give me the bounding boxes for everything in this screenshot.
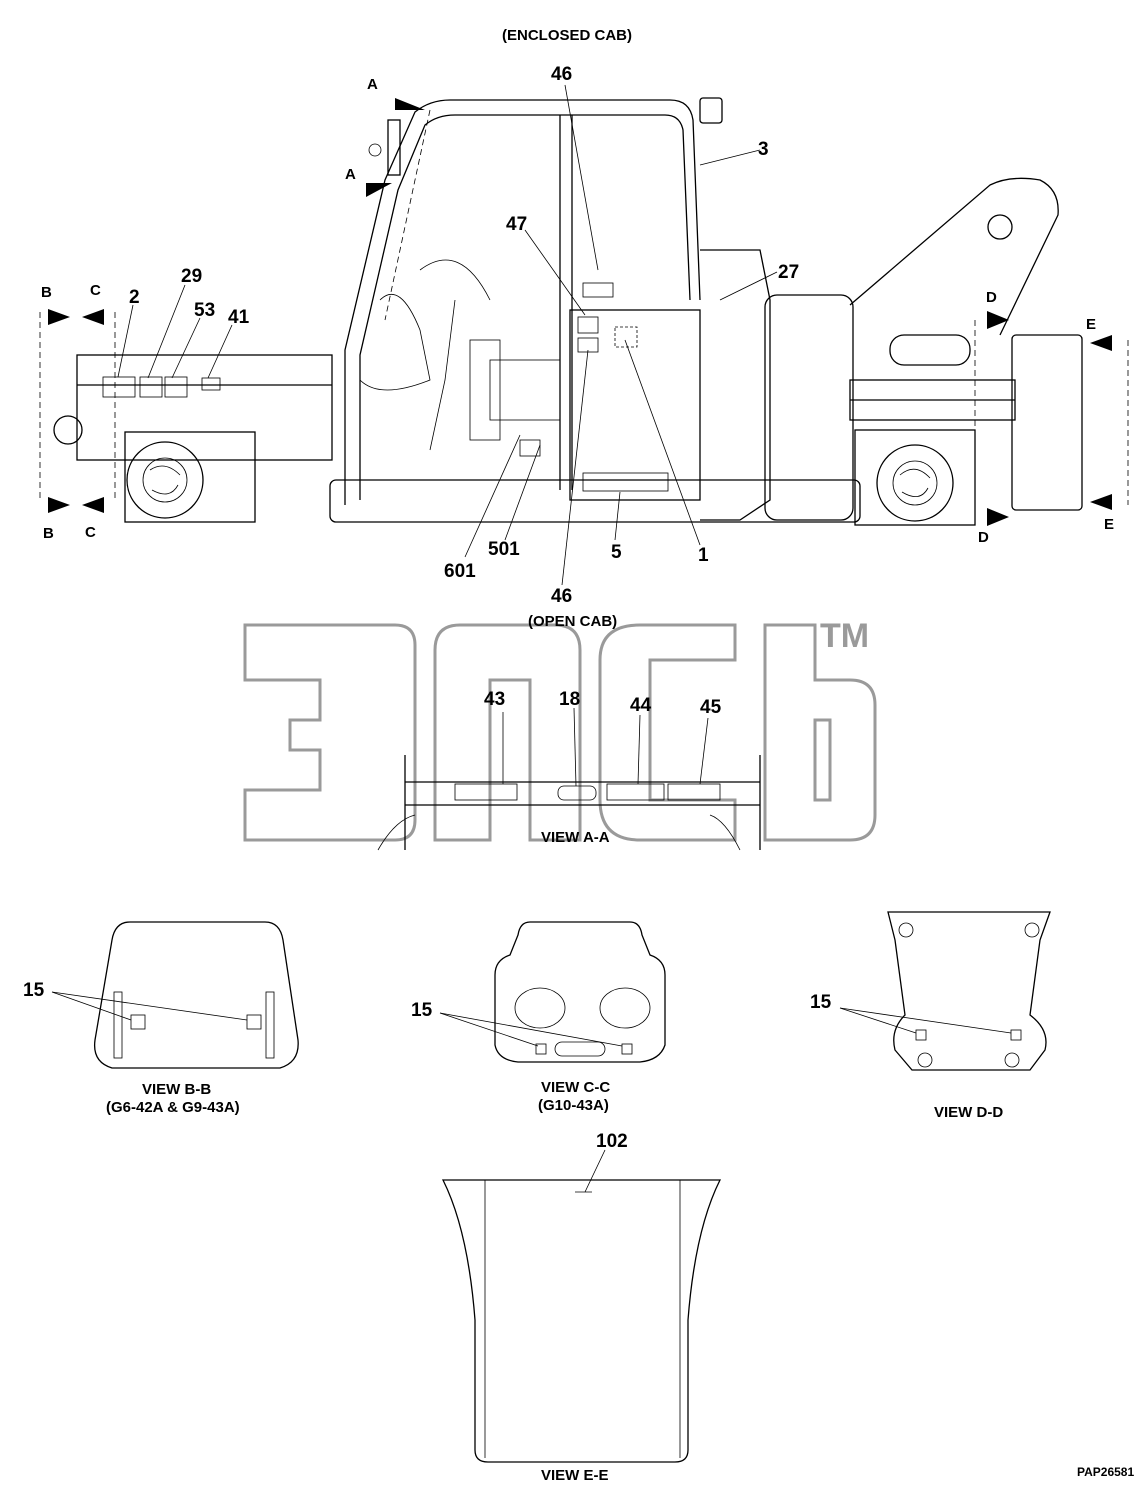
caption-view-cc-models: (G10-43A)	[538, 1097, 609, 1114]
caption-view-dd: VIEW D-D	[934, 1104, 1003, 1121]
view-ee	[441, 1149, 722, 1463]
caption-view-bb-models: (G6-42A & G9-43A)	[106, 1099, 240, 1116]
callout-29: 29	[181, 266, 202, 287]
callout-47: 47	[506, 214, 527, 235]
fuel-tank	[764, 294, 854, 521]
caption-view-aa: VIEW A-A	[541, 829, 610, 846]
callout-15-dd: 15	[810, 992, 832, 1013]
callout-18: 18	[559, 689, 580, 710]
marker-a-top: A	[367, 76, 378, 93]
marker-a-mid: A	[345, 166, 356, 183]
marker-d-bot: D	[978, 529, 989, 546]
watermark-logo: TM	[243, 617, 877, 842]
front-attachment-plate	[1011, 334, 1083, 511]
view-aa	[377, 707, 761, 851]
callout-2: 2	[129, 287, 140, 308]
chassis-bottom	[329, 479, 861, 523]
callout-45: 45	[700, 697, 722, 718]
boom	[849, 177, 1059, 336]
marker-b-top: B	[41, 284, 52, 301]
cab-rops-frame	[344, 99, 701, 505]
marker-e-bot: E	[1104, 516, 1114, 533]
caption-view-cc: VIEW C-C	[541, 1079, 610, 1096]
callout-5: 5	[611, 542, 622, 563]
marker-c-bot: C	[85, 524, 96, 541]
rear-axle-hub	[124, 431, 256, 523]
marker-c-top: C	[90, 282, 101, 299]
callout-15-cc: 15	[411, 1000, 433, 1021]
mirror	[387, 119, 401, 176]
callout-601: 601	[444, 561, 476, 582]
callout-27: 27	[778, 262, 799, 283]
callout-1: 1	[698, 545, 709, 566]
view-dd	[839, 911, 1051, 1071]
section-arrows	[48, 98, 1112, 526]
beacon-light	[699, 97, 723, 124]
title-open-cab: (OPEN CAB)	[528, 613, 617, 630]
drawing-id: PAP26581	[1077, 1465, 1134, 1479]
marker-b-bot: B	[43, 525, 54, 542]
engine-hood	[700, 249, 771, 521]
callout-15-bb: 15	[23, 980, 45, 1001]
caption-view-bb: VIEW B-B	[142, 1081, 211, 1098]
callout-3: 3	[758, 139, 769, 160]
callout-43: 43	[484, 689, 505, 710]
callout-53: 53	[194, 300, 215, 321]
machine-side-view	[39, 84, 1129, 586]
decal-markers	[102, 282, 669, 492]
marker-d-top: D	[986, 289, 997, 306]
callout-46-top: 46	[551, 64, 572, 85]
title-enclosed-cab: (ENCLOSED CAB)	[502, 27, 632, 44]
callout-46-bottom: 46	[551, 586, 572, 607]
callout-501: 501	[488, 539, 520, 560]
tow-hitch	[53, 415, 83, 445]
labels: (ENCLOSED CAB) (OPEN CAB) A A B C B C D …	[23, 27, 1134, 1484]
view-cc	[439, 921, 666, 1063]
section-line-aa	[384, 109, 431, 321]
callout-41: 41	[228, 307, 250, 328]
cab-side-panel	[569, 309, 701, 501]
rear-frame	[76, 354, 333, 461]
callout-44: 44	[630, 695, 652, 716]
trademark-symbol: TM	[820, 617, 869, 655]
marker-e-top: E	[1086, 316, 1096, 333]
front-axle-hub	[854, 429, 976, 526]
caption-view-ee: VIEW E-E	[541, 1467, 609, 1484]
view-bb	[51, 921, 299, 1069]
leader-lines	[117, 84, 778, 586]
callout-102: 102	[596, 1131, 628, 1152]
